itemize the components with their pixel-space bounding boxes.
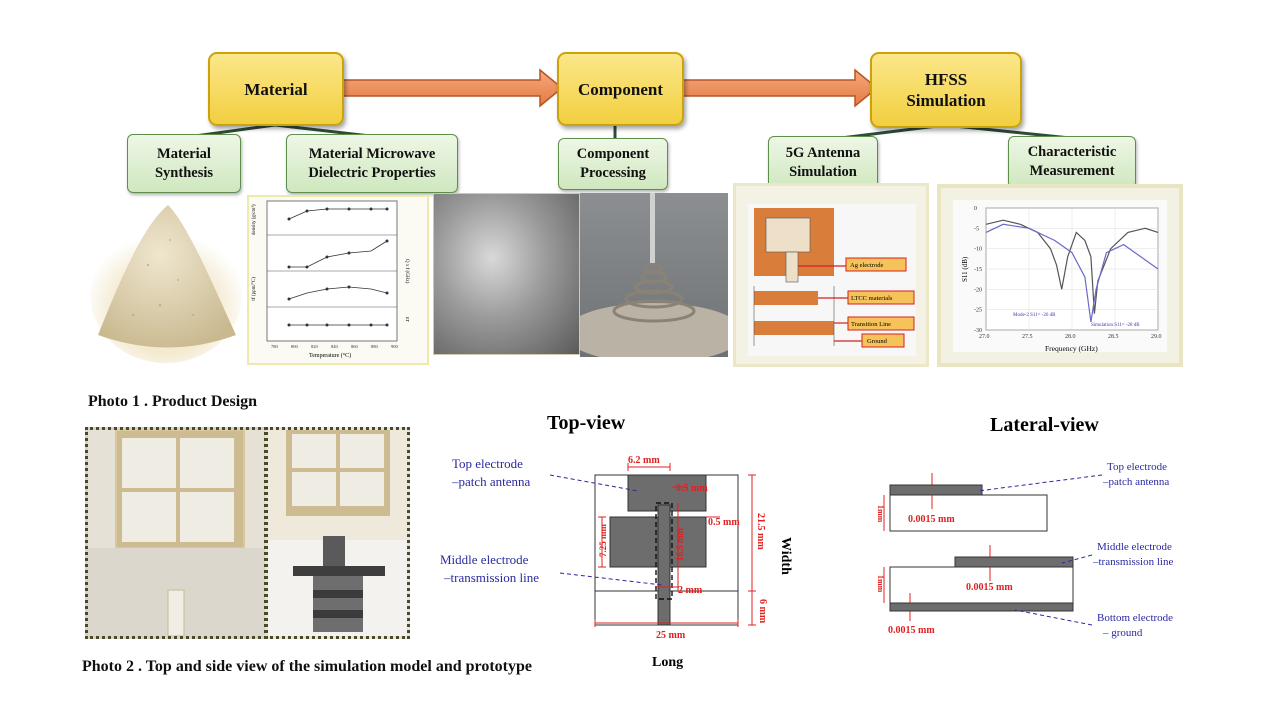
s11-y-tick: -10 bbox=[974, 247, 982, 253]
props-x-tick: 900 bbox=[391, 344, 399, 349]
top-view-title: Top-view bbox=[547, 412, 626, 434]
material-synthesis-box: Material Synthesis bbox=[127, 134, 241, 193]
lateral-height-top: 1mm bbox=[876, 505, 885, 523]
props-x-tick: 840 bbox=[331, 344, 339, 349]
powder-photo bbox=[88, 195, 243, 365]
patch-antenna-label-line2: –patch antenna bbox=[451, 474, 531, 489]
slurry-casting-photo bbox=[580, 193, 728, 357]
s11-y-tick: -30 bbox=[974, 328, 982, 334]
lateral-bottom-electrode-line1: Bottom electrode bbox=[1097, 612, 1173, 624]
s11-y-tick: -15 bbox=[974, 267, 982, 273]
er-axis-label: εr bbox=[404, 317, 410, 322]
s11-y-tick: -25 bbox=[974, 308, 982, 314]
arrow-component-to-hfss bbox=[680, 68, 879, 108]
lateral-bottom-electrode-line2: – ground bbox=[1102, 627, 1143, 639]
antenna-layer-diagram: Ag electrode LTCC materials Transition L… bbox=[733, 183, 929, 367]
width-label: Width bbox=[778, 537, 793, 575]
qf-axis-label: Q x f (GHz) bbox=[404, 259, 409, 284]
characteristic-measurement-line2: Measurement bbox=[1029, 163, 1115, 179]
component-processing-line2: Processing bbox=[580, 165, 646, 181]
s11-x-tick: 27.5 bbox=[1022, 334, 1033, 340]
top-view-drawing: Top-view 6.2 mm 0.5 mm 0.5 mm 7.25 mm 16… bbox=[440, 412, 793, 670]
component-processing-box: Component Processing bbox=[558, 138, 668, 190]
tauf-axis-label: τf (ppm/°C) bbox=[252, 277, 257, 301]
material-synthesis-line2: Synthesis bbox=[154, 164, 214, 181]
hfss-label-line1: HFSS bbox=[924, 70, 968, 89]
s11-simulated-series bbox=[985, 223, 1159, 322]
hfss-simulation-box: HFSS Simulation bbox=[870, 52, 1022, 128]
lateral-thickness-bottom: 0.0015 mm bbox=[888, 625, 935, 636]
dim-6mm: 6 mm bbox=[757, 599, 768, 624]
characteristic-measurement-box: Characteristic Measurement bbox=[1008, 136, 1136, 188]
ag-electrode-label: Ag electrode bbox=[850, 262, 884, 269]
s11-x-tick: 28.0 bbox=[1065, 334, 1076, 340]
dim-0-5mm-top: 0.5 mm bbox=[676, 483, 708, 494]
component-box: Component bbox=[557, 52, 684, 126]
s11-x-tick: 29.0 bbox=[1151, 334, 1162, 340]
component-processing-line1: Component bbox=[576, 146, 650, 162]
antenna-simulation-box: 5G Antenna Simulation bbox=[768, 136, 878, 190]
ceramic-tape-photo bbox=[433, 193, 580, 355]
component-label: Component bbox=[577, 79, 663, 99]
mode2-annotation: Mode-2 S11= -26 dB bbox=[1013, 313, 1056, 318]
density-axis-label: density (g/cm³) bbox=[251, 204, 257, 235]
dim-6-2mm: 6.2 mm bbox=[628, 455, 660, 466]
dim-16-5mm: 16.5 mm bbox=[675, 528, 685, 561]
props-x-tick: 780 bbox=[271, 344, 279, 349]
microwave-properties-box: Material Microwave Dielectric Properties bbox=[286, 134, 458, 193]
dim-2mm: 2 mm bbox=[678, 585, 703, 596]
lateral-middle-electrode-line2: –transmission line bbox=[1092, 556, 1173, 568]
prototype-top-photo bbox=[85, 427, 267, 639]
photo2-caption: Photo 2 . Top and side view of the simul… bbox=[82, 658, 532, 675]
characteristic-measurement-line1: Characteristic bbox=[1027, 144, 1117, 160]
s11-y-axis-label: S11 (dB) bbox=[961, 256, 969, 282]
props-x-tick: 820 bbox=[311, 344, 319, 349]
ltcc-label: LTCC materials bbox=[851, 295, 893, 302]
hfss-label-line2: Simulation bbox=[906, 91, 986, 110]
s11-x-tick: 27.0 bbox=[979, 334, 990, 340]
dielectric-properties-plot: density (g/cm³) Q x f (GHz) τf (ppm/°C) … bbox=[247, 195, 429, 365]
arrow-material-to-component bbox=[339, 68, 564, 108]
lateral-top-electrode-line2: –patch antenna bbox=[1102, 476, 1169, 488]
ground-label: Ground bbox=[867, 338, 888, 345]
dim-21-5mm: 21.5 mm bbox=[755, 513, 766, 550]
microwave-properties-line1: Material Microwave bbox=[308, 145, 436, 162]
lateral-top-electrode-line1: Top electrode bbox=[1107, 461, 1167, 473]
s11-plot: S11 (dB) Frequency (GHz) Mode-2 S11= -26… bbox=[937, 184, 1183, 367]
patch-antenna-label-line1: Top electrode bbox=[452, 456, 523, 471]
middle-electrode-label-line2: –transmission line bbox=[443, 570, 539, 585]
prototype-connector-photo bbox=[265, 427, 410, 639]
dim-7-25mm: 7.25 mm bbox=[598, 524, 608, 557]
photo1-caption: Photo 1 . Product Design bbox=[88, 393, 258, 410]
material-box: Material bbox=[208, 52, 344, 126]
s11-x-axis-label: Frequency (GHz) bbox=[1045, 344, 1098, 353]
dim-25mm: 25 mm bbox=[656, 630, 686, 641]
antenna-simulation-line2: Simulation bbox=[789, 164, 857, 180]
simulation-annotation: Simulation S11= -28 dB bbox=[1091, 323, 1140, 328]
s11-y-tick: -20 bbox=[974, 287, 982, 293]
s11-y-tick: 0 bbox=[974, 206, 977, 212]
lateral-height-bottom: 1mm bbox=[876, 575, 885, 593]
lateral-view-drawing: Lateral-view 0.0015 mm 0.0015 mm 0.0015 … bbox=[876, 414, 1173, 639]
middle-electrode-label-line1: Middle electrode bbox=[440, 552, 529, 567]
props-x-axis-label: Temperature (°C) bbox=[309, 352, 351, 359]
props-x-tick: 860 bbox=[351, 344, 359, 349]
s11-y-tick: -5 bbox=[974, 226, 979, 232]
long-label: Long bbox=[652, 655, 683, 670]
material-label: Material bbox=[244, 79, 308, 99]
antenna-simulation-line1: 5G Antenna bbox=[785, 145, 861, 161]
props-x-tick: 880 bbox=[371, 344, 379, 349]
lateral-thickness-top: 0.0015 mm bbox=[908, 514, 955, 525]
lateral-middle-electrode-line1: Middle electrode bbox=[1097, 541, 1172, 553]
props-x-tick: 800 bbox=[291, 344, 299, 349]
material-synthesis-line1: Material bbox=[157, 145, 211, 162]
lateral-thickness-middle: 0.0015 mm bbox=[966, 582, 1013, 593]
dim-0-5mm-side: 0.5 mm bbox=[708, 517, 740, 528]
transition-line-label: Transition Line bbox=[851, 321, 891, 328]
microwave-properties-line2: Dielectric Properties bbox=[308, 164, 436, 181]
lateral-view-title: Lateral-view bbox=[990, 414, 1099, 436]
s11-x-tick: 28.5 bbox=[1108, 334, 1119, 340]
